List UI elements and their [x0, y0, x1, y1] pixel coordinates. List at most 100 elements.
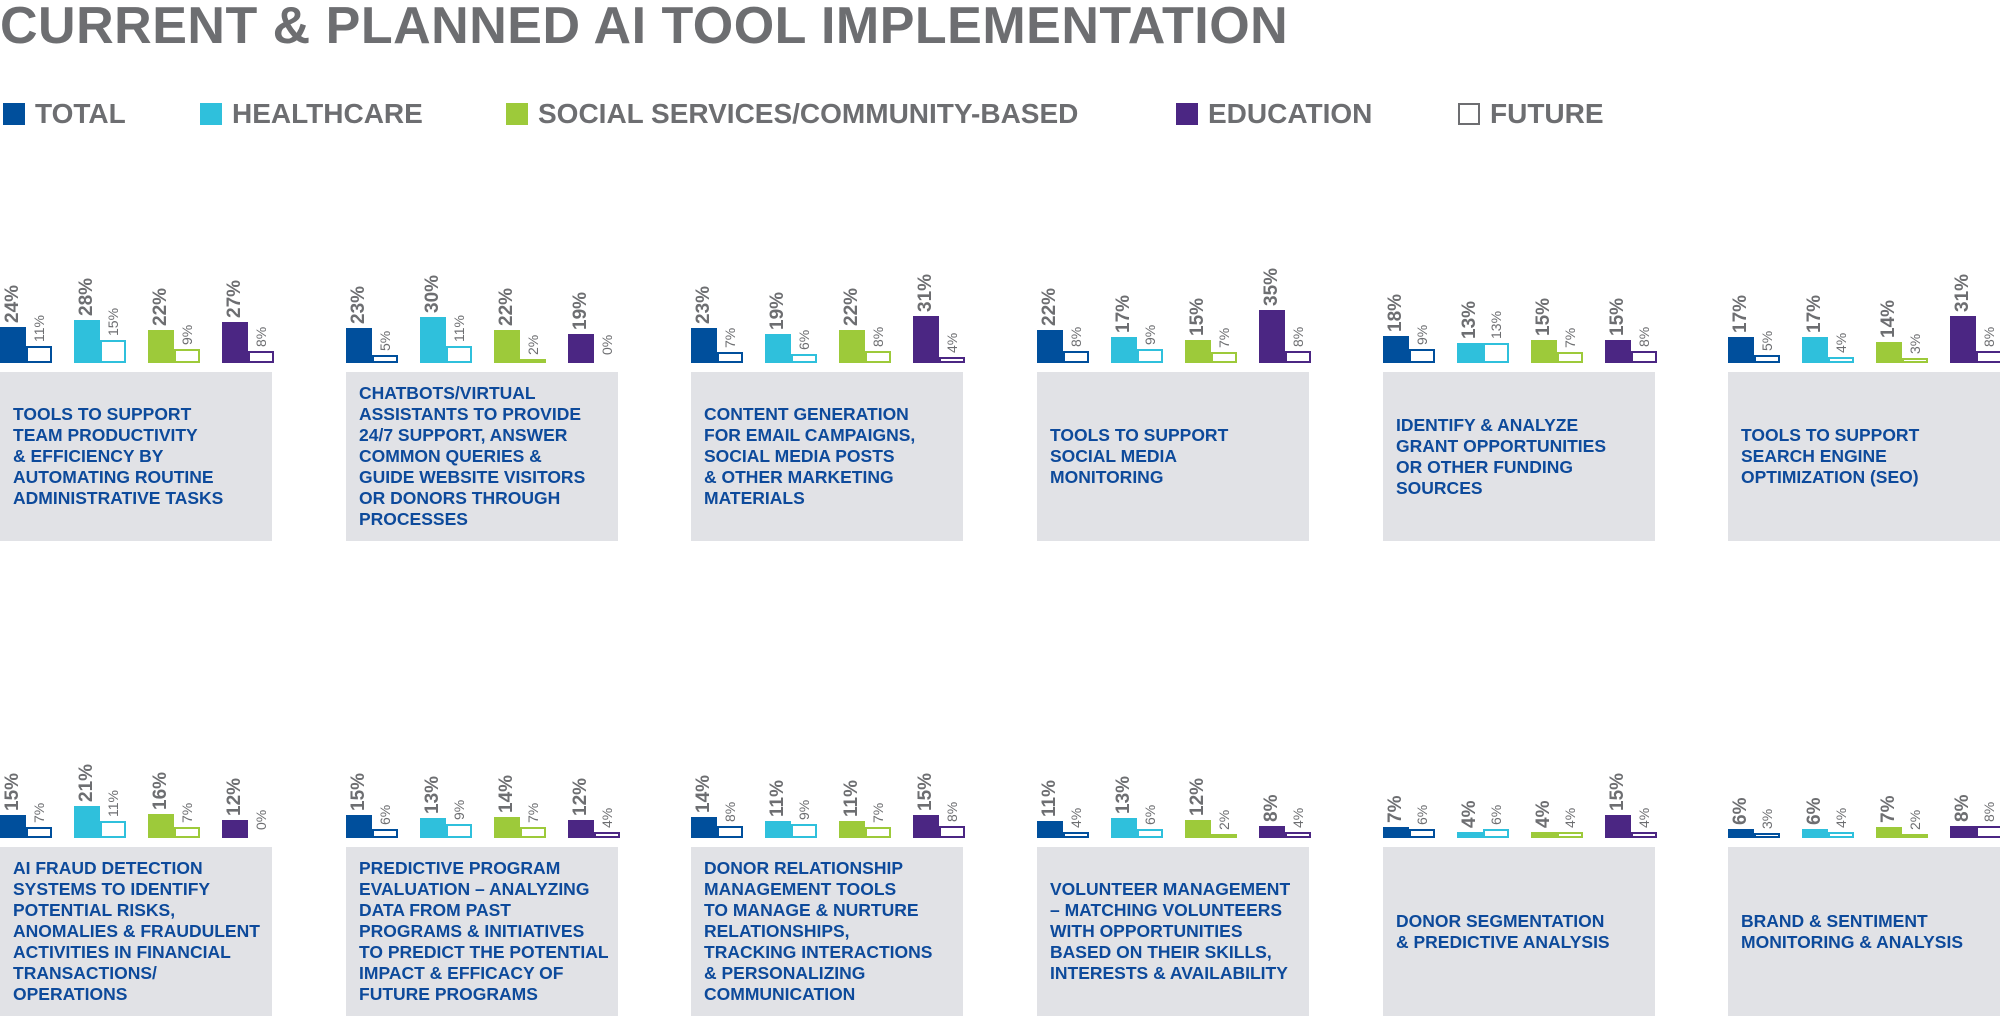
data-label-future: 6%: [1414, 804, 1430, 825]
category-label-line: MANAGEMENT TOOLS: [704, 879, 897, 899]
data-label-future: 4%: [1636, 807, 1652, 828]
bar-future-total: [26, 827, 52, 838]
data-label-future: 7%: [179, 803, 195, 824]
data-label-current: 12%: [224, 777, 245, 816]
bar-future-total: [1754, 833, 1780, 838]
category-label-line: TOOLS TO SUPPORT: [1050, 425, 1229, 445]
legend-label: HEALTHCARE: [232, 98, 423, 129]
category-label-line: SOCIAL MEDIA: [1050, 446, 1178, 466]
data-label-future: 8%: [944, 801, 960, 822]
bar-future-healthcare: [791, 824, 817, 838]
bar-current-healthcare: [765, 334, 791, 363]
category-label-line: & OTHER MARKETING: [704, 467, 894, 487]
category-label-line: WITH OPPORTUNITIES: [1050, 921, 1243, 941]
bar-current-education: [1605, 340, 1631, 363]
data-label-current: 30%: [422, 275, 443, 314]
bar-future-social: [1902, 358, 1928, 363]
data-label-future: 4%: [1068, 807, 1084, 828]
category-label-line: SOCIAL MEDIA POSTS: [704, 446, 895, 466]
bar-future-social: [1211, 834, 1237, 838]
bar-current-total: [0, 326, 26, 363]
legend-item-total: TOTAL: [3, 98, 126, 129]
bar-current-total: [1037, 821, 1063, 838]
category-box: DONOR SEGMENTATION& PREDICTIVE ANALYSIS: [1383, 847, 1655, 1016]
data-label-future: 4%: [1290, 807, 1306, 828]
category-box: VOLUNTEER MANAGEMENT– MATCHING VOLUNTEER…: [1037, 847, 1309, 1016]
category-label-line: SOURCES: [1396, 477, 1483, 498]
data-label-future: 2%: [1216, 809, 1232, 830]
data-label-future: 9%: [1142, 325, 1158, 346]
category-label-line: PROCESSES: [359, 509, 468, 529]
bar-future-social: [1557, 831, 1583, 838]
bar-current-total: [1037, 329, 1063, 363]
bar-current-healthcare: [1802, 337, 1828, 363]
data-label-future: 3%: [1759, 809, 1775, 830]
bar-future-total: [1063, 831, 1089, 838]
category-label-line: POTENTIAL RISKS,: [13, 900, 176, 920]
bar-current-healthcare: [420, 317, 446, 363]
bar-future-social: [1902, 834, 1928, 838]
bar-future-total: [717, 825, 743, 838]
bar-current-education: [1259, 825, 1285, 838]
data-label-future: 7%: [31, 803, 47, 824]
bar-future-social: [520, 359, 546, 363]
legend-swatch-future: [1458, 103, 1480, 125]
bar-future-education: [939, 825, 965, 838]
data-label-current: 22%: [1039, 287, 1060, 326]
bar-future-healthcare: [1483, 828, 1509, 838]
data-label-current: 22%: [150, 287, 171, 326]
category-label-line: FOR EMAIL CAMPAIGNS,: [704, 425, 916, 445]
category-label-line: GUIDE WEBSITE VISITORS: [359, 467, 586, 487]
bar-current-total: [1383, 827, 1409, 838]
data-label-current: 31%: [1952, 273, 1973, 312]
data-label-future: 8%: [722, 801, 738, 822]
bar-current-social: [148, 329, 174, 363]
bar-future-social: [174, 349, 200, 363]
bar-current-healthcare: [1457, 831, 1483, 838]
category-label-line: 24/7 SUPPORT, ANSWER: [359, 425, 568, 445]
bar-future-healthcare: [446, 346, 472, 363]
category-label-line: DONOR SEGMENTATION: [1396, 910, 1605, 931]
data-label-future: 4%: [1562, 807, 1578, 828]
bar-current-healthcare: [420, 818, 446, 838]
category-label-line: AUTOMATING ROUTINE: [13, 467, 214, 487]
category-label-line: COMMUNICATION: [704, 984, 856, 1004]
legend-item-education: EDUCATION: [1176, 98, 1372, 129]
category-label-line: FUTURE PROGRAMS: [359, 984, 538, 1004]
bar-future-healthcare: [1137, 828, 1163, 838]
bar-current-healthcare: [74, 320, 100, 363]
bar-future-education: [1976, 825, 2000, 838]
data-label-future: 4%: [1833, 807, 1849, 828]
data-label-future: 5%: [377, 331, 393, 352]
bar-future-healthcare: [1137, 349, 1163, 363]
bar-current-total: [346, 328, 372, 363]
data-label-current: 13%: [1113, 776, 1134, 815]
bar-current-total: [691, 328, 717, 363]
bar-future-education: [1631, 831, 1657, 838]
bar-future-education: [1285, 831, 1311, 838]
data-label-current: 13%: [1459, 301, 1480, 340]
data-label-current: 15%: [1607, 773, 1628, 812]
data-label-future: 6%: [796, 329, 812, 350]
bar-current-education: [222, 321, 248, 363]
category-label-line: ADMINISTRATIVE TASKS: [13, 488, 224, 508]
data-label-current: 27%: [224, 279, 245, 318]
bar-current-healthcare: [1802, 828, 1828, 838]
bar-current-social: [1876, 827, 1902, 838]
bar-current-social: [839, 821, 865, 838]
category-label-line: EVALUATION – ANALYZING: [359, 879, 590, 899]
category-label-line: COMMON QUERIES &: [359, 446, 542, 466]
category-label-line: OPTIMIZATION (SEO): [1741, 467, 1919, 487]
data-label-future: 7%: [1216, 328, 1232, 349]
data-label-future: 0%: [599, 334, 615, 355]
data-label-current: 4%: [1533, 800, 1554, 828]
bar-current-total: [0, 815, 26, 838]
category-label-line: MONITORING & ANALYSIS: [1741, 931, 1964, 952]
data-label-current: 17%: [1730, 295, 1751, 334]
data-label-current: 14%: [496, 774, 517, 813]
bar-current-healthcare: [1457, 343, 1483, 363]
data-label-current: 11%: [767, 780, 788, 818]
